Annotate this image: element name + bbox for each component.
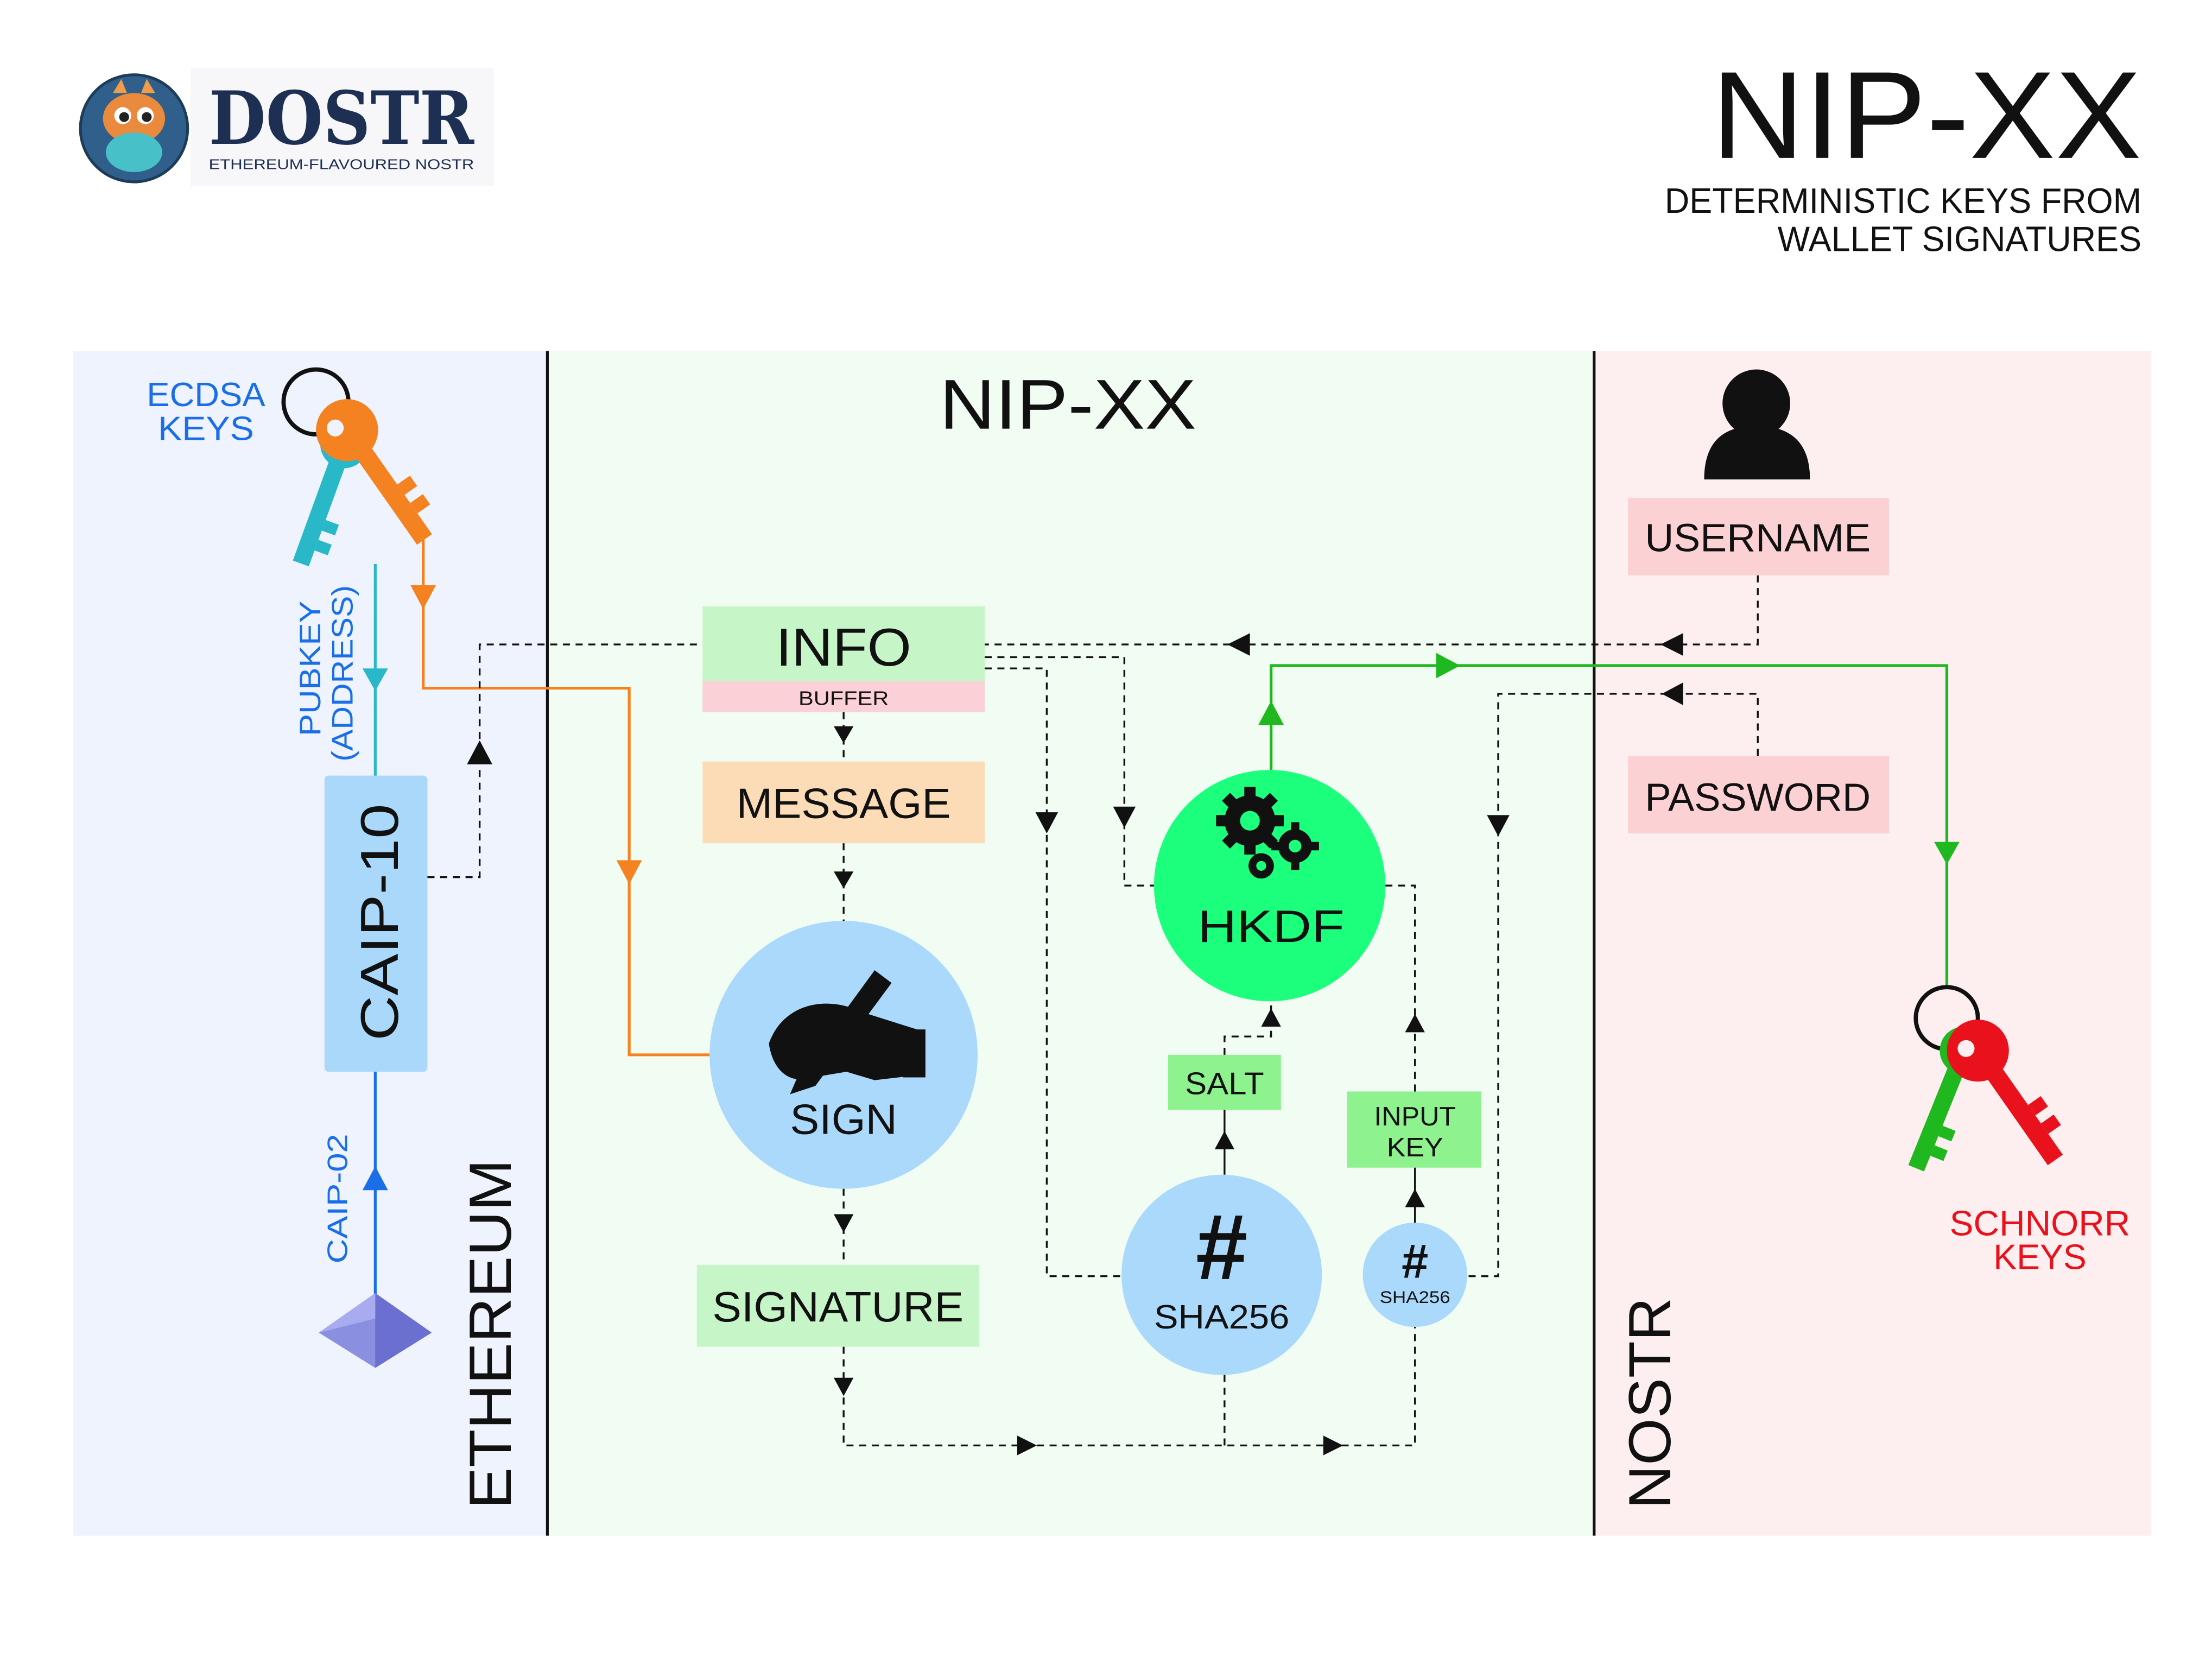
- info-to-hkdf-connector: [985, 656, 1157, 887]
- ecdsa-keys-label-2: KEYS: [158, 410, 254, 447]
- nip-panel-label: NIP-XX: [940, 365, 1196, 444]
- signature-to-sha-connector: [842, 1325, 1416, 1447]
- message-box: [702, 761, 985, 844]
- ecdsa-keys-label: ECDSA: [147, 376, 265, 414]
- input-key-label: INPUT: [1374, 1102, 1456, 1131]
- password-box: [1628, 756, 1889, 834]
- buffer-box: [702, 681, 985, 712]
- ethereum-panel-label: ETHEREUM: [458, 1159, 524, 1509]
- brand-logo: DOSTR ETHEREUM-FLAVOURED NOSTR: [79, 67, 494, 186]
- sign-label: SIGN: [790, 1095, 897, 1143]
- sha256-small-hash-symbol: #: [1402, 1234, 1428, 1288]
- sha256-node: [1121, 1174, 1322, 1375]
- brand-tagline: ETHEREUM-FLAVOURED NOSTR: [209, 156, 474, 173]
- username-label: USERNAME: [1645, 516, 1871, 560]
- password-to-sha-connector: [1467, 693, 1759, 1277]
- nip-panel: [547, 351, 1594, 1536]
- input-key-label-2: KEY: [1387, 1132, 1443, 1162]
- brand-name: DOSTR: [209, 75, 475, 161]
- password-label: PASSWORD: [1645, 776, 1871, 820]
- caip10-label: CAIP-10: [350, 804, 409, 1041]
- page-subtitle-line1: DETERMINISTIC KEYS FROM: [1665, 181, 2141, 220]
- sha256-small-label: SHA256: [1380, 1288, 1450, 1307]
- salt-box: [1168, 1054, 1281, 1110]
- caip02-label: CAIP-02: [322, 1134, 353, 1263]
- username-box: [1628, 497, 1889, 575]
- user-icon: [1704, 369, 1810, 480]
- message-label: MESSAGE: [737, 780, 951, 827]
- pubkey-label: PUBKEY: [294, 601, 327, 736]
- nostr-panel-label: NOSTR: [1617, 1298, 1683, 1509]
- schnorr-keys-label-2: KEYS: [1993, 1237, 2087, 1277]
- signature-box: [696, 1264, 979, 1347]
- pubkey-address-label: (ADDRESS): [326, 585, 359, 762]
- hkdf-node: [1153, 770, 1386, 1002]
- sha256-label: SHA256: [1154, 1299, 1289, 1336]
- sha256-small-node: [1362, 1223, 1467, 1327]
- info-box: [702, 606, 985, 681]
- signing-hand-icon: [769, 970, 926, 1094]
- sha256-hash-symbol: #: [1196, 1195, 1247, 1299]
- info-label: INFO: [776, 617, 911, 677]
- salt-label: SALT: [1185, 1067, 1264, 1102]
- page-title: NIP-XX: [1711, 46, 2141, 185]
- page-subtitle-line2: WALLET SIGNATURES: [1778, 219, 2142, 258]
- schnorr-keys-icon: [1908, 985, 2063, 1172]
- buffer-label: BUFFER: [798, 687, 889, 710]
- gears-icon: [1216, 787, 1319, 879]
- orange-key-connector: [422, 533, 710, 1056]
- ecdsa-keys-icon: [281, 367, 432, 567]
- caip10-box: [324, 775, 428, 1072]
- input-key-box: [1347, 1091, 1481, 1168]
- hkdf-label: HKDF: [1197, 901, 1344, 952]
- info-to-sha-connector: [985, 667, 1125, 1277]
- signature-label: SIGNATURE: [712, 1283, 964, 1331]
- schnorr-keys-label: SCHNORR: [1950, 1203, 2131, 1243]
